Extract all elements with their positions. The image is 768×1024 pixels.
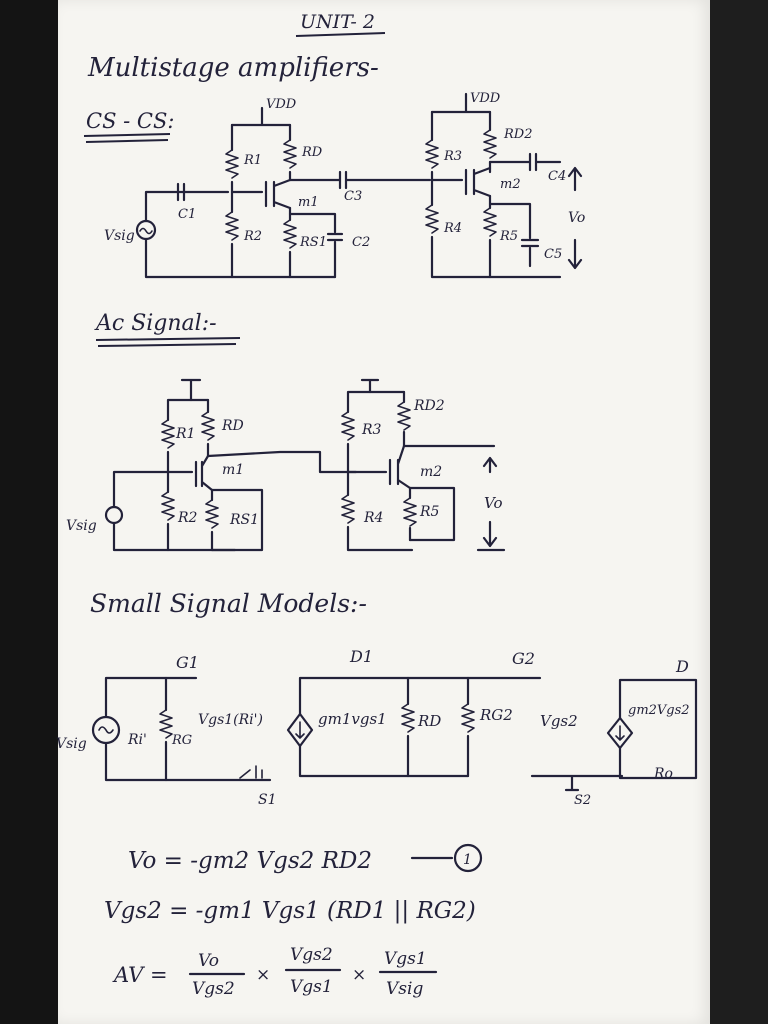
- notebook-page: [58, 0, 710, 1024]
- page-title: Multistage amplifiers-: [87, 53, 379, 83]
- c1-r2-label: R2: [243, 229, 262, 244]
- c2-r3-label: R3: [361, 422, 382, 438]
- c2-vo-label: Vo: [484, 494, 503, 512]
- eq3-frac2-den: Vgs1: [290, 977, 333, 997]
- c1-c5-label: C5: [544, 247, 562, 262]
- small-signal-heading: Small Signal Models:-: [90, 589, 367, 618]
- eq3-frac1-num: Vo: [198, 951, 219, 971]
- eq3-frac1-den: Vgs2: [192, 979, 235, 999]
- equations-block: Vo = -gm2 Vgs2 RD2 1 Vgs2 = -gm1 Vgs1 (R…: [104, 843, 483, 999]
- c2-rd-label: RD: [221, 418, 244, 434]
- c1-c4-label: C4: [548, 169, 566, 184]
- c3-ri-prime-label: Ri': [127, 732, 147, 748]
- equation-2: Vgs2 = -gm1 Vgs1 (RD1 || RG2): [104, 898, 476, 924]
- c3-gm2vgs2-label: gm2Vgs2: [628, 703, 690, 718]
- cs-cs-underline: [83, 133, 171, 143]
- c1-label: C1: [178, 207, 196, 222]
- c3-d1-label: D1: [349, 647, 373, 666]
- c1-rs1-label: RS1: [299, 235, 327, 250]
- c3-s2-label: S2: [574, 793, 591, 808]
- binder-shadow: [0, 0, 58, 1024]
- c1-rd2-label: RD2: [503, 127, 532, 142]
- equation-1: Vo = -gm2 Vgs2 RD2: [128, 848, 372, 874]
- c2-r5-label: R5: [419, 504, 440, 520]
- c1-vdd-left: VDD: [266, 97, 297, 112]
- c1-rd-label: RD: [301, 145, 323, 160]
- eq3-frac2-num: Vgs2: [290, 945, 333, 965]
- c1-r5-label: R5: [499, 229, 518, 244]
- c3-vgs1-label: Vgs1(Ri'): [198, 712, 263, 728]
- c3-gm1vgs1-label: gm1vgs1: [318, 710, 387, 728]
- ac-signal-underline: [95, 337, 241, 347]
- c2-m1-label: m1: [222, 462, 244, 478]
- c1-r3-label: R3: [443, 149, 462, 164]
- c1-r4-label: R4: [443, 221, 462, 236]
- c2-rs1-label: RS1: [229, 512, 259, 528]
- c3-vsig-label: Vsig: [56, 736, 87, 752]
- c1-vo-label: Vo: [568, 210, 585, 226]
- c3-vgs2-label: Vgs2: [540, 712, 578, 730]
- circuit-cs-cs: Vsig C1 R1 R2 VDD RD m1 RS1 C2 C3 R3 R4: [104, 91, 585, 279]
- c3-g1-label: G1: [176, 653, 199, 672]
- c1-vsig-label: Vsig: [104, 228, 135, 244]
- unit-heading: UNIT- 2: [300, 11, 375, 33]
- c3-g2-label: G2: [512, 649, 535, 668]
- equation-3-lhs: AV =: [112, 963, 168, 987]
- c2-m2-label: m2: [420, 464, 442, 480]
- eq3-times-2: ×: [352, 965, 366, 985]
- c2-r4-label: R4: [363, 510, 383, 526]
- c3-rg-label: RG: [171, 733, 192, 748]
- eq3-times-1: ×: [256, 965, 270, 985]
- c1-vdd-right: VDD: [470, 91, 501, 106]
- equation-1-tag: 1: [463, 852, 472, 868]
- c2-r2-label: R2: [177, 510, 198, 526]
- c1-m1-label: m1: [298, 195, 319, 210]
- ac-signal-heading: Ac Signal:-: [94, 311, 217, 336]
- eq3-frac3-den: Vsig: [386, 979, 423, 999]
- cs-cs-label: CS - CS:: [86, 109, 174, 133]
- c3-d-label: D: [675, 657, 689, 676]
- c1-c3-label: C3: [344, 189, 362, 204]
- circuit-ac-signal: Vsig R1 R2 RD m1 RS1 R3 R4 RD2 m2 R5: [66, 378, 506, 552]
- eq3-frac3-num: Vgs1: [384, 949, 427, 969]
- c1-m2-label: m2: [500, 177, 521, 192]
- c3-rd-label: RD: [417, 712, 441, 730]
- page-edge-shadow: [710, 0, 768, 1024]
- c1-c2-label: C2: [352, 235, 370, 250]
- unit-underline: [295, 32, 386, 37]
- c2-r1-label: R1: [175, 426, 195, 442]
- c2-rd2-label: RD2: [413, 398, 445, 414]
- circuit-small-signal: G1 D1 G2 D Vsig Ri' RG Vgs1(Ri') S1 gm1v…: [56, 647, 698, 808]
- c3-s1-label: S1: [258, 792, 277, 808]
- c2-vsig-label: Vsig: [66, 518, 97, 534]
- c3-ro-label: Ro: [653, 766, 673, 782]
- c3-rg2-label: RG2: [479, 706, 513, 724]
- c1-r1-label: R1: [243, 153, 262, 168]
